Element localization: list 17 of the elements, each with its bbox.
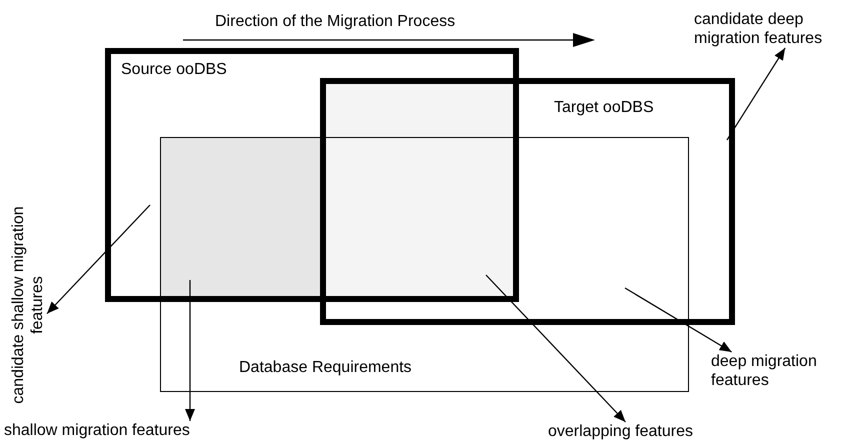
leader-arrow: [185, 280, 195, 421]
feature-label: deep migration features: [711, 352, 841, 390]
requirements-box: [160, 137, 689, 392]
leader-arrow: [726, 48, 786, 140]
leader-arrow: [46, 204, 150, 314]
shaded-region: [161, 138, 320, 296]
box-title: Database Requirements: [239, 358, 412, 377]
feature-label: overlapping features: [548, 422, 728, 441]
box-title: Target ooDBS: [554, 98, 654, 117]
feature-label: candidate deep migration features: [694, 10, 848, 48]
direction-label: Direction of the Migration Process: [215, 12, 456, 31]
feature-label: shallow migration features: [4, 421, 224, 440]
target-box: [320, 78, 735, 325]
box-title: Source ooDBS: [121, 60, 227, 79]
source-box: [105, 48, 519, 302]
leader-arrow: [486, 274, 626, 422]
shaded-region: [326, 84, 513, 296]
